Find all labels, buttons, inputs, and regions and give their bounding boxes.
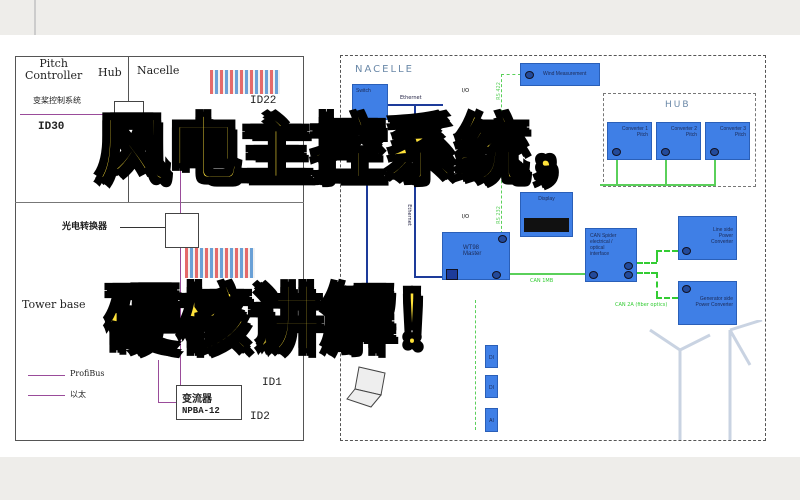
- can-spider-box: CAN Spider electrical / optical interfac…: [585, 228, 637, 282]
- converter-label: 光电转换器: [62, 222, 108, 232]
- hub-label: Hub: [98, 66, 122, 79]
- plc-module-id22: [210, 70, 280, 94]
- di-1-label: DI: [489, 355, 494, 361]
- converter-1-box: Converter 1 Pitch: [607, 122, 652, 160]
- display-label: Display: [538, 196, 555, 202]
- nacelle-label: Nacelle: [137, 64, 180, 77]
- inverter-cn-label: 变流器: [182, 395, 212, 406]
- ethernet-label: Ethernet: [400, 95, 422, 101]
- headline-line-2: 硬核讲解！: [104, 278, 467, 362]
- io-label-2: I/O: [462, 214, 470, 220]
- generator-side-label: Generator side Power Converter: [695, 296, 733, 308]
- di-2-box: DI: [485, 375, 498, 398]
- tower-base-label: Tower base: [22, 298, 86, 311]
- switch-box: Switch: [352, 84, 388, 120]
- di-2-label: DI: [489, 385, 494, 391]
- headline-line-1: 风电主控系统，: [94, 108, 601, 192]
- right-diagram-frame: [340, 55, 766, 441]
- id2-label: ID2: [250, 411, 270, 423]
- wt98-master-label: WT98 Master: [463, 245, 482, 257]
- optical-converter-box: [165, 213, 199, 248]
- wind-measurement-box: Wind Measurement: [520, 63, 600, 86]
- switch-label: Switch: [356, 88, 371, 94]
- ai-label: AI: [489, 418, 494, 424]
- line-side-converter-box: Line side Power Converter: [678, 216, 737, 260]
- converter-1-label: Converter 1 Pitch: [621, 126, 648, 138]
- converter-3-label: Converter 3 Pitch: [719, 126, 746, 138]
- id30-label: ID30: [38, 121, 65, 133]
- inverter-model-label: NPBA-12: [182, 406, 220, 416]
- nacelle-title: NACELLE: [355, 64, 414, 75]
- converter-3-box: Converter 3 Pitch: [705, 122, 750, 160]
- left-diagram-frame: [15, 56, 304, 441]
- io-label-1: I/O: [462, 88, 470, 94]
- ai-box: AI: [485, 408, 498, 432]
- di-1-box: DI: [485, 345, 498, 368]
- can-2a-label: CAN 2A (fiber optics): [615, 302, 668, 308]
- id22-label: ID22: [250, 95, 277, 107]
- wind-measurement-label: Wind Measurement: [543, 71, 587, 77]
- pitch-controller-label: Pitch Controller: [25, 57, 83, 82]
- legend-ethernet: 以太: [70, 390, 86, 399]
- pitch-system-cn-label: 变桨控制系统: [33, 96, 81, 105]
- hub-group: [603, 93, 756, 187]
- converter-2-box: Converter 2 Pitch: [656, 122, 701, 160]
- id1-label: ID1: [262, 377, 282, 389]
- converter-2-label: Converter 2 Pitch: [670, 126, 697, 138]
- wt98-master-box: WT98 Master: [442, 232, 510, 280]
- can-spider-label: CAN Spider electrical / optical interfac…: [590, 233, 617, 257]
- hub-title: HUB: [665, 100, 691, 110]
- generator-side-converter-box: Generator side Power Converter: [678, 281, 737, 325]
- plc-module-id1: [185, 248, 255, 278]
- inverter-box: 变流器 NPBA-12: [176, 385, 242, 420]
- laptop-icon: [346, 366, 386, 408]
- can-1mb-label: CAN 1MB: [530, 278, 554, 284]
- legend-profibus: ProfiBus: [70, 369, 105, 378]
- bottom-band: [0, 457, 800, 500]
- ethernet-vertical-label: Ethernet: [405, 204, 412, 226]
- line-side-label: Line side Power Converter: [711, 227, 733, 245]
- display-box: Display: [520, 192, 573, 237]
- top-band: [0, 0, 800, 35]
- wind-turbines-watermark: [649, 320, 763, 440]
